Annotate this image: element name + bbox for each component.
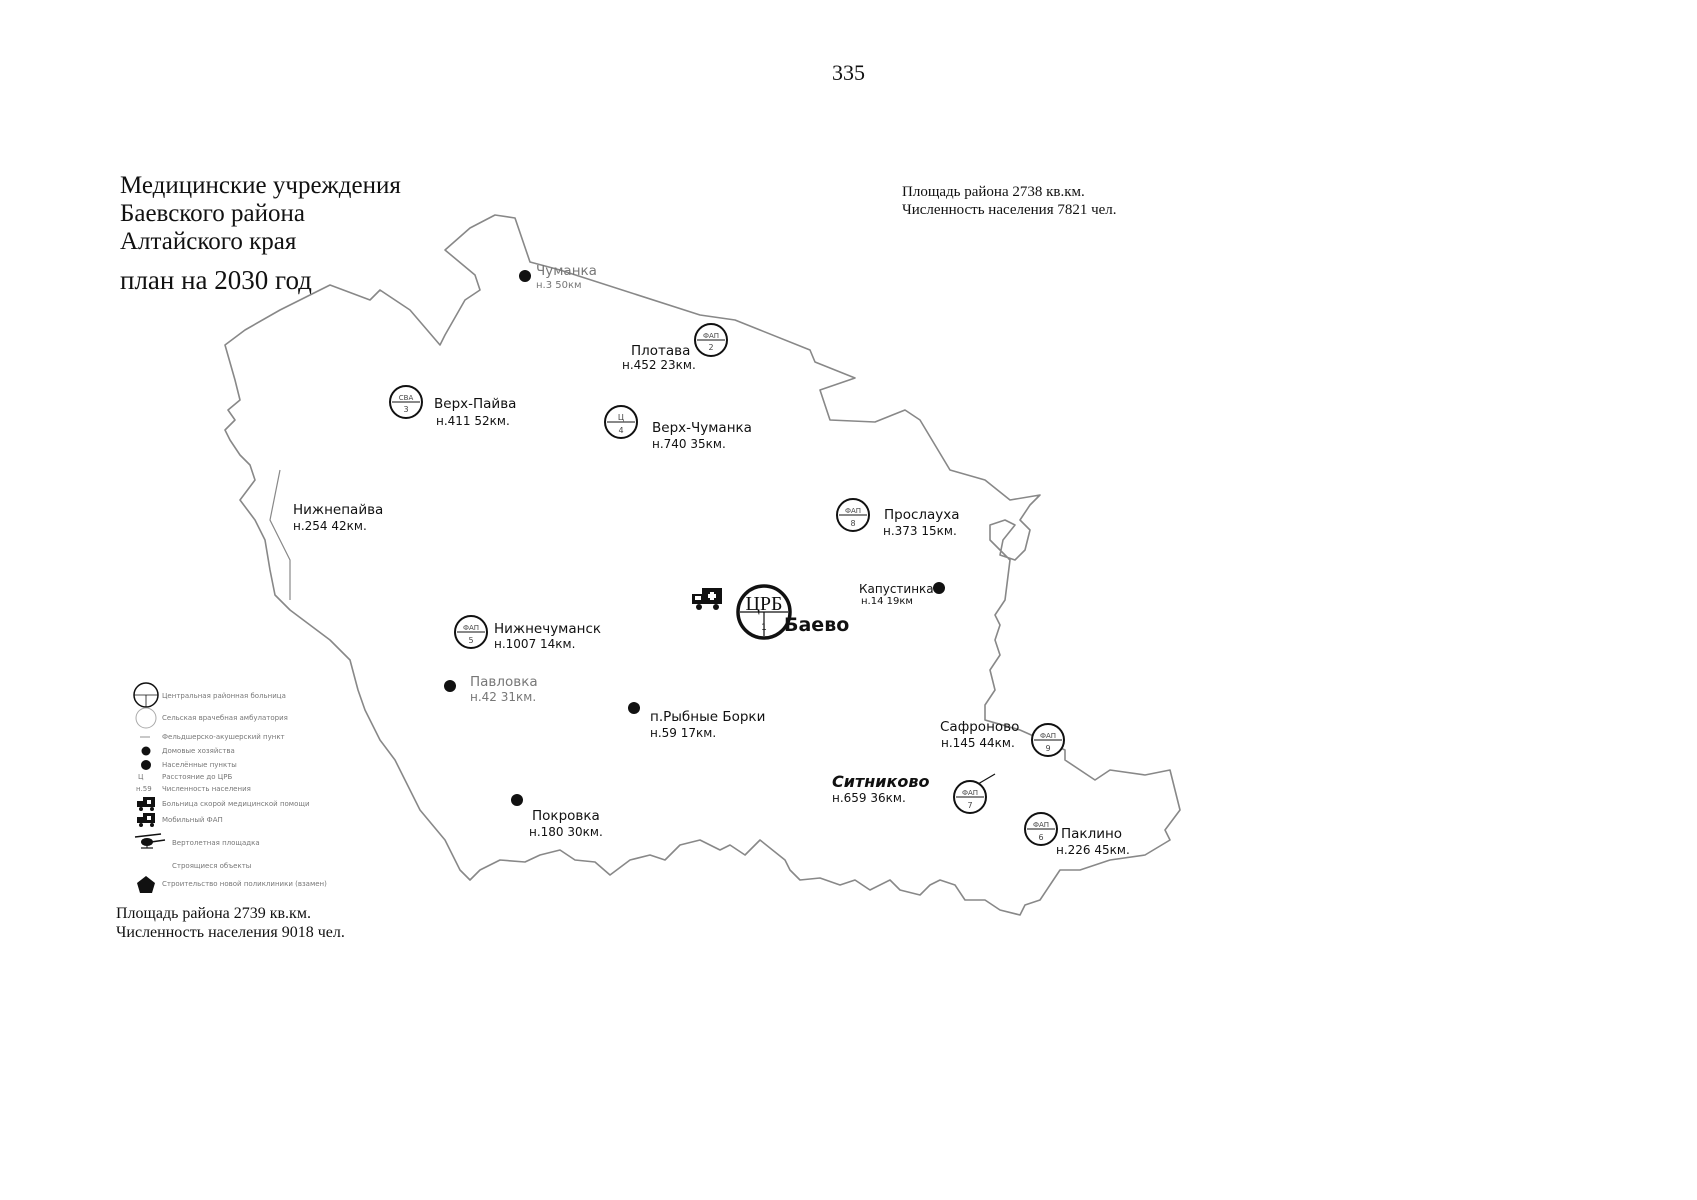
map-title-line-1: Медицинские учреждения	[120, 172, 401, 199]
village-name-kapustinka: Капустинка	[859, 582, 934, 596]
facility-verkh-chumanka[interactable]: Ц 4	[604, 405, 638, 439]
village-info-verkh-payva: н.411 52км.	[436, 414, 510, 428]
facility-paklino[interactable]: ФАП 6	[1024, 812, 1058, 846]
settlement-dot-pokrovka	[511, 794, 523, 806]
facility-proslaukha[interactable]: ФАП 8	[836, 498, 870, 532]
facility-badge-type: ФАП	[962, 789, 978, 797]
facility-badge-type: ФАП	[845, 507, 861, 515]
legend-item-label: Сельская врачебная амбулатория	[162, 714, 288, 722]
facility-badge-number: 1	[761, 623, 767, 633]
legend-symbols	[133, 682, 166, 893]
facility-badge-type: СВА	[399, 394, 414, 402]
ambulance-icon	[137, 813, 155, 827]
village-name-chumanka: Чуманка	[536, 263, 597, 279]
facility-plotava[interactable]: ФАП 2	[694, 323, 728, 357]
facility-badge-number: 2	[708, 343, 713, 352]
legend-item-label: Центральная районная больница	[162, 692, 286, 700]
village-info-paklino: н.226 45км.	[1056, 843, 1130, 857]
village-name-rybnye-borki: п.Рыбные Борки	[650, 709, 766, 725]
facility-badge-number: 6	[1038, 833, 1043, 842]
facility-badge-number: 5	[468, 636, 473, 645]
map-title-line-2: Баевского района	[120, 200, 306, 227]
facility-badge-type: ЦРБ	[745, 593, 782, 615]
village-info-nizhnepayva: н.254 42км.	[293, 519, 367, 533]
facility-verkh-payva[interactable]: СВА 3	[389, 385, 423, 419]
legend-item-label: Домовые хозяйства	[162, 747, 235, 755]
facility-badge-type: Ц	[618, 413, 624, 422]
village-name-sitnikovo: Ситниково	[832, 772, 930, 791]
facility-badge-type: ФАП	[1033, 821, 1049, 829]
village-info-plotava: н.452 23км.	[622, 358, 696, 372]
dot-icon	[141, 760, 151, 770]
facility-badge-type: ФАП	[1040, 732, 1056, 740]
plan-title: план на 2030 год	[120, 265, 312, 295]
map-title-line-3: Алтайского края	[120, 228, 297, 255]
dot-icon	[141, 746, 151, 756]
village-info-pokrovka: н.180 30км.	[529, 825, 603, 839]
village-name-pavlovka: Павловка	[470, 674, 538, 690]
village-info-pavlovka: н.42 31км.	[470, 690, 537, 704]
village-info-kapustinka: н.14 19км	[861, 596, 913, 607]
village-info-proslaukha: н.373 15км.	[883, 524, 957, 538]
facility-baevo-crb[interactable]: ЦРБ 1	[736, 584, 792, 640]
legend-item-label: Мобильный ФАП	[162, 816, 223, 824]
village-name-safronovo: Сафроново	[940, 719, 1020, 735]
village-name-nizhnechumansk: Нижнечуманск	[494, 621, 602, 637]
village-info-sitnikovo: н.659 36км.	[832, 791, 906, 805]
district-border	[224, 214, 1181, 916]
legend-item-label: Строящиеся объекты	[172, 862, 252, 870]
facility-badge-number: 7	[967, 801, 972, 810]
legend-code: н.59	[136, 785, 152, 793]
settlement-dot-kapustinka	[933, 582, 945, 594]
sva-circle-icon	[135, 707, 157, 729]
village-name-pokrovka: Покровка	[532, 808, 600, 824]
village-name-proslaukha: Прослауха	[884, 507, 960, 523]
village-info-rybnye-borki: н.59 17км.	[650, 726, 717, 740]
village-info-chumanka: н.3 50км	[536, 280, 582, 291]
ambulance-icon	[692, 588, 722, 610]
village-info-nizhnechumansk: н.1007 14км.	[494, 637, 576, 651]
settlement-dot-pavlovka	[444, 680, 456, 692]
area-stat-bottom: Площадь района 2739 кв.км.	[116, 905, 311, 922]
legend-item-label: Численность населения	[162, 785, 251, 793]
facility-badge-type: ФАП	[463, 624, 479, 632]
facility-badge-number: 9	[1045, 744, 1050, 753]
legend-item-label: Расстояние до ЦРБ	[162, 773, 233, 781]
pentagon-icon	[137, 876, 155, 893]
legend-code: Ц	[138, 773, 144, 781]
facility-badge-type: ФАП	[703, 332, 719, 340]
legend-item-label: Вертолетная площадка	[172, 839, 260, 847]
village-name-verkh-payva: Верх-Пайва	[434, 396, 517, 412]
facility-safronovo[interactable]: ФАП 9	[1031, 723, 1065, 757]
facility-nizhnechumansk[interactable]: ФАП 5	[454, 615, 488, 649]
page-number: 335	[832, 60, 865, 85]
settlement-dot-chumanka	[519, 270, 531, 282]
legend-item-label: Строительство новой поликлиники (взамен)	[162, 880, 327, 888]
village-name-baevo: Баево	[784, 614, 850, 636]
village-info-safronovo: н.145 44км.	[941, 736, 1015, 750]
ambulance-icon	[137, 797, 155, 811]
settlement-dot-rybnye-borki	[628, 702, 640, 714]
village-name-verkh-chumanka: Верх-Чуманка	[652, 420, 752, 436]
area-stat-top: Площадь района 2738 кв.км.	[902, 184, 1085, 200]
village-info-verkh-chumanka: н.740 35км.	[652, 437, 726, 451]
facility-badge-number: 4	[618, 426, 623, 435]
helicopter-icon	[134, 833, 166, 849]
population-stat-bottom: Численность населения 9018 чел.	[116, 924, 345, 941]
legend-item-label: Фельдшерско-акушерский пункт	[162, 733, 285, 741]
village-name-plotava: Плотава	[631, 343, 691, 359]
inner-boundary	[269, 469, 291, 600]
facility-badge-number: 8	[850, 519, 855, 528]
legend-item-label: Населённые пункты	[162, 761, 237, 769]
village-name-paklino: Паклино	[1061, 826, 1123, 842]
legend-item-label: Больница скорой медицинской помощи	[162, 800, 310, 808]
population-stat-top: Численность населения 7821 чел.	[902, 202, 1117, 218]
village-name-nizhnepayva: Нижнепайва	[293, 502, 384, 518]
facility-sitnikovo[interactable]: ФАП 7	[953, 773, 996, 814]
facility-badge-number: 3	[403, 405, 408, 414]
